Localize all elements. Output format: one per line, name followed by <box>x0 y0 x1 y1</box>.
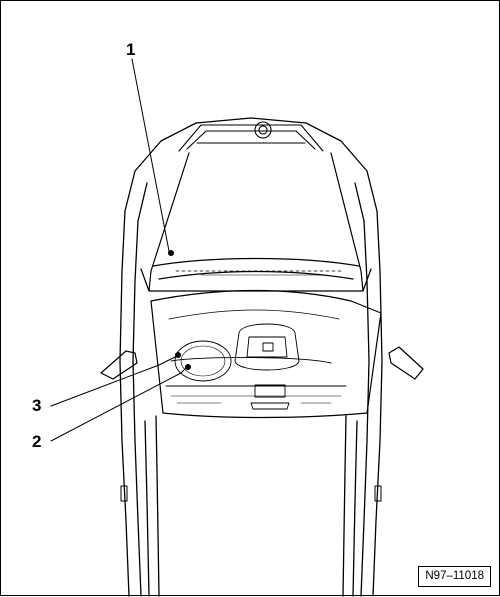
front-grille <box>178 121 324 152</box>
figure-reference-code: N97–11018 <box>418 566 491 587</box>
side-mirror-right <box>388 346 424 380</box>
callout-point-2 <box>185 364 191 370</box>
callout-point-1 <box>168 250 174 256</box>
callout-label-3: 3 <box>32 396 42 415</box>
windshield <box>150 289 382 419</box>
car-body-outline <box>119 117 383 597</box>
leader-line-1 <box>131 58 170 252</box>
dashboard-interior <box>165 323 347 410</box>
callout-point-3 <box>175 352 181 358</box>
callout-points <box>168 250 191 370</box>
callout-label-2: 2 <box>32 432 42 451</box>
door-handle-left <box>120 485 128 502</box>
callout-label-1: 1 <box>126 40 136 59</box>
hood-panel <box>140 152 372 292</box>
side-mirror-left <box>100 350 138 380</box>
leader-lines <box>50 58 188 442</box>
leader-line-3 <box>50 355 178 407</box>
door-handle-right <box>374 485 382 502</box>
leader-line-2 <box>50 366 188 442</box>
